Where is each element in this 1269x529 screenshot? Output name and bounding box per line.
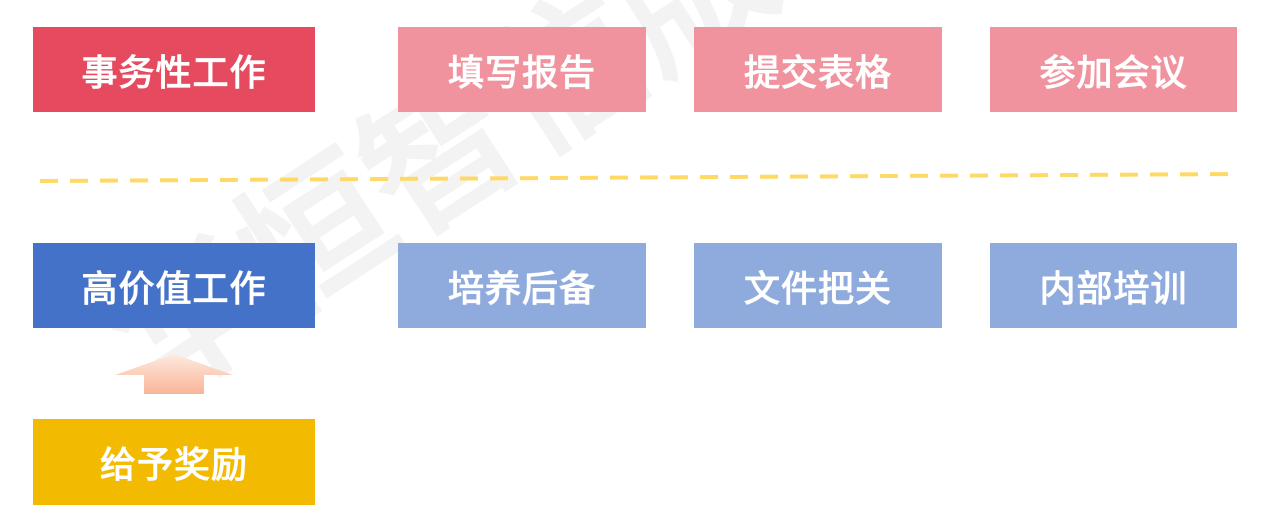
high-item-internal-training: 内部培训 [990,243,1237,328]
reward-box: 给予奖励 [33,419,315,505]
dashed-divider [40,172,1240,183]
up-arrow-icon [115,354,233,394]
high-item-document-review: 文件把关 [694,243,942,328]
admin-item-meetings: 参加会议 [990,27,1237,112]
high-item-successors: 培养后备 [398,243,646,328]
high-value-work-title: 高价值工作 [33,243,315,328]
admin-item-report: 填写报告 [398,27,646,112]
admin-work-title: 事务性工作 [33,27,315,112]
admin-item-forms: 提交表格 [694,27,942,112]
